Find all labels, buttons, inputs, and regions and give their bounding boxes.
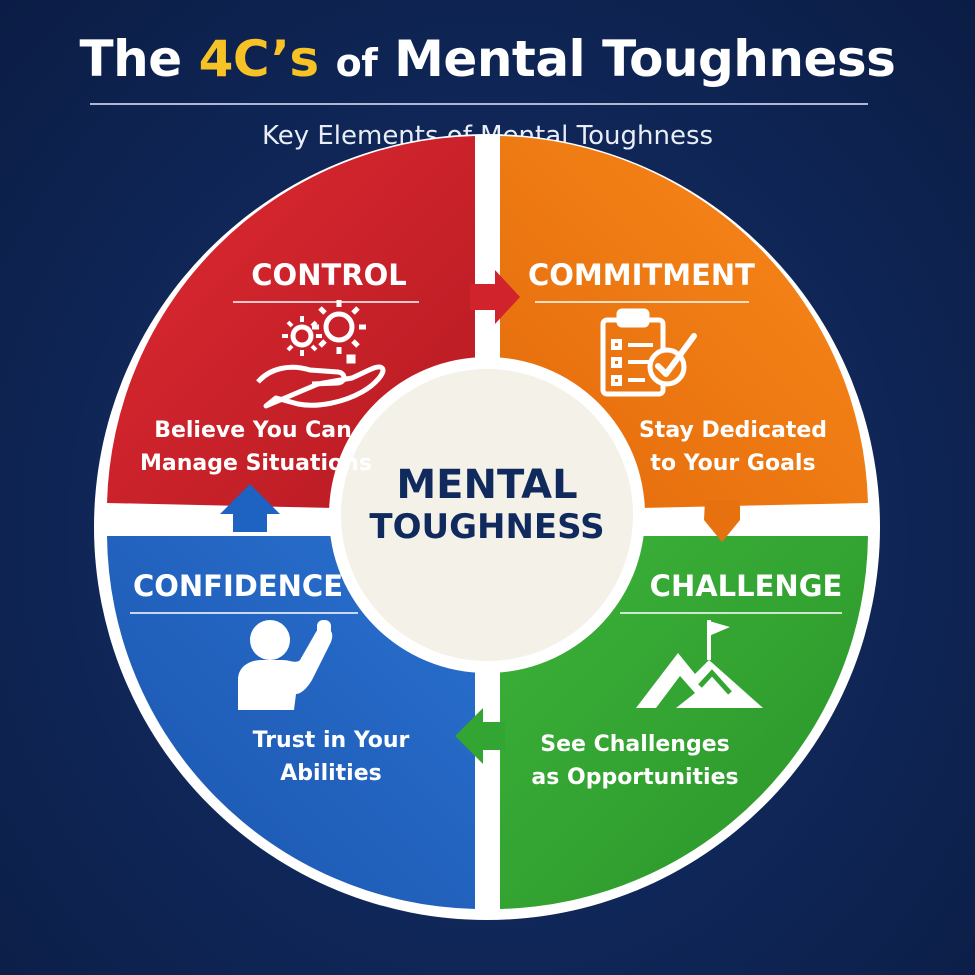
desc-commitment-line2: to Your Goals xyxy=(650,451,816,476)
desc-challenge-line1: See Challenges xyxy=(540,732,730,757)
desc-challenge-line2: as Opportunities xyxy=(531,765,739,790)
arrow-confidence-to-control xyxy=(220,484,280,532)
center-label: MENTAL TOUGHNESS xyxy=(347,462,627,547)
desc-confidence-line2: Abilities xyxy=(280,761,382,786)
label-challenge: CHALLENGE xyxy=(649,569,843,603)
desc-control-line1: Believe You Can xyxy=(154,418,352,443)
clipboard-check-icon xyxy=(600,308,697,397)
desc-confidence-line1: Trust in Your xyxy=(252,728,410,753)
rule-confidence xyxy=(130,612,358,614)
title-joiner: of xyxy=(335,41,378,85)
rule-control xyxy=(233,301,419,303)
center-label-line1: MENTAL xyxy=(396,462,578,508)
title-divider xyxy=(90,103,868,105)
rule-challenge xyxy=(620,612,842,614)
arrow-control-to-commitment xyxy=(470,270,520,324)
person-raised-hand-icon xyxy=(238,620,333,710)
label-confidence: CONFIDENCE xyxy=(132,569,344,603)
mountain-flag-icon xyxy=(636,620,763,708)
rule-commitment xyxy=(535,301,749,303)
title-prefix: The xyxy=(79,30,183,88)
gears-hand-icon xyxy=(256,300,386,409)
page-title: The 4C’s of Mental Toughness xyxy=(0,30,975,88)
title-rest: Mental Toughness xyxy=(394,30,896,88)
center-circle xyxy=(341,369,633,661)
desc-control-line2: Manage Situations xyxy=(140,451,372,476)
desc-commitment-line1: Stay Dedicated xyxy=(638,418,828,443)
title-accent: 4C’s xyxy=(198,30,320,88)
label-control: CONTROL xyxy=(251,258,407,292)
label-commitment: COMMITMENT xyxy=(528,258,755,292)
arrow-commitment-to-challenge xyxy=(704,500,740,542)
arrow-challenge-to-confidence xyxy=(455,708,505,764)
center-label-line2: TOUGHNESS xyxy=(369,507,605,547)
